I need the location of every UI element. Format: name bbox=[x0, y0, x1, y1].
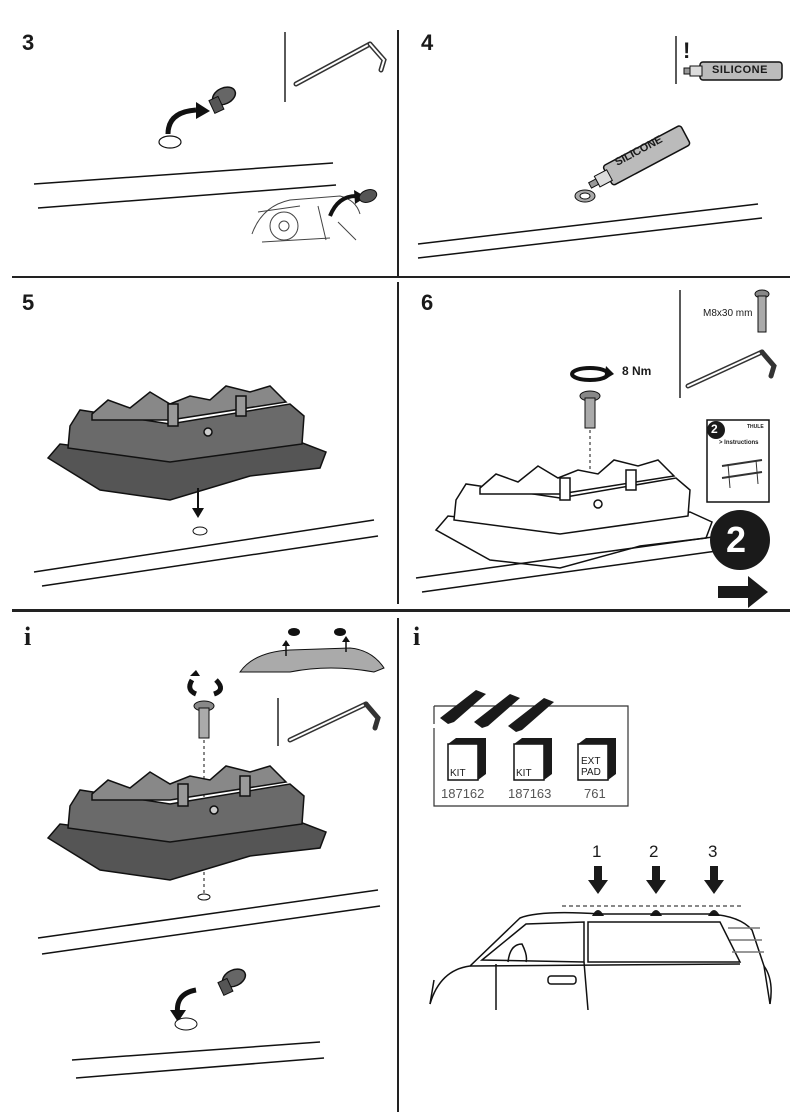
foot-pack-outline-icon bbox=[434, 459, 713, 569]
info-icon: i bbox=[413, 622, 421, 651]
ext-pad-tag-line2: PAD bbox=[581, 767, 601, 778]
step-number: 4 bbox=[421, 30, 434, 55]
bolt-spec-label: M8x30 mm bbox=[703, 308, 753, 319]
step-number: 3 bbox=[22, 30, 35, 55]
next-step-badge-icon bbox=[710, 510, 770, 570]
car-interior-icon bbox=[251, 195, 361, 243]
bolt-icon bbox=[754, 289, 770, 333]
ext-pad-number: 761 bbox=[584, 786, 606, 801]
foot-pack-icon bbox=[46, 765, 327, 881]
vertical-divider-middle bbox=[397, 282, 399, 604]
allen-key-icon bbox=[685, 349, 777, 389]
big-step-number: 2 bbox=[726, 519, 747, 560]
car-outline-icon bbox=[429, 911, 772, 1011]
roof-profile-icon bbox=[239, 647, 385, 673]
ext-pad-box-icon bbox=[577, 738, 616, 781]
silicone-tube-large-icon bbox=[588, 125, 691, 189]
tube-label-small: SILICONE bbox=[712, 64, 768, 76]
cap-screw-icon bbox=[208, 86, 237, 115]
warning-mark: ! bbox=[683, 38, 691, 63]
allen-key-icon bbox=[287, 701, 381, 743]
kit-box-icon-2 bbox=[513, 738, 552, 781]
allen-key-icon bbox=[293, 41, 387, 87]
vertical-divider-bottom bbox=[397, 618, 399, 1112]
info-icon: i bbox=[24, 622, 32, 651]
position-label-3: 3 bbox=[708, 842, 718, 861]
horizontal-divider-1 bbox=[12, 276, 790, 278]
position-label-2: 2 bbox=[649, 842, 659, 861]
kit-number-2: 187163 bbox=[508, 786, 552, 801]
ext-pad-tag-line1: EXT bbox=[581, 756, 601, 767]
booklet-title: > Instructions bbox=[719, 440, 759, 446]
step-number: 5 bbox=[22, 290, 35, 315]
foot-pack-icon bbox=[46, 385, 327, 501]
instruction-booklet-icon bbox=[706, 419, 770, 503]
step-number: 6 bbox=[421, 290, 434, 315]
rotate-arrow-icon bbox=[570, 366, 614, 382]
kit-tag-2: KIT bbox=[516, 768, 532, 779]
booklet-logo: THULE bbox=[747, 424, 764, 430]
silicone-tube-icon bbox=[683, 61, 783, 81]
rubber-pad-icon bbox=[440, 690, 554, 732]
position-arrows bbox=[588, 866, 724, 894]
position-label-1: 1 bbox=[592, 842, 602, 861]
next-arrow-icon bbox=[718, 576, 768, 608]
curved-arrow-icon bbox=[165, 107, 197, 135]
rotate-arrow-icon bbox=[187, 670, 223, 697]
kit-tag-1: KIT bbox=[450, 768, 466, 779]
vertical-divider-top bbox=[397, 30, 399, 276]
horizontal-divider-2 bbox=[12, 609, 790, 612]
kit-box-icon-1 bbox=[447, 738, 486, 781]
torque-label: 8 Nm bbox=[622, 364, 652, 378]
kit-number-1: 187162 bbox=[441, 786, 485, 801]
booklet-step-number: 2 bbox=[711, 422, 718, 436]
